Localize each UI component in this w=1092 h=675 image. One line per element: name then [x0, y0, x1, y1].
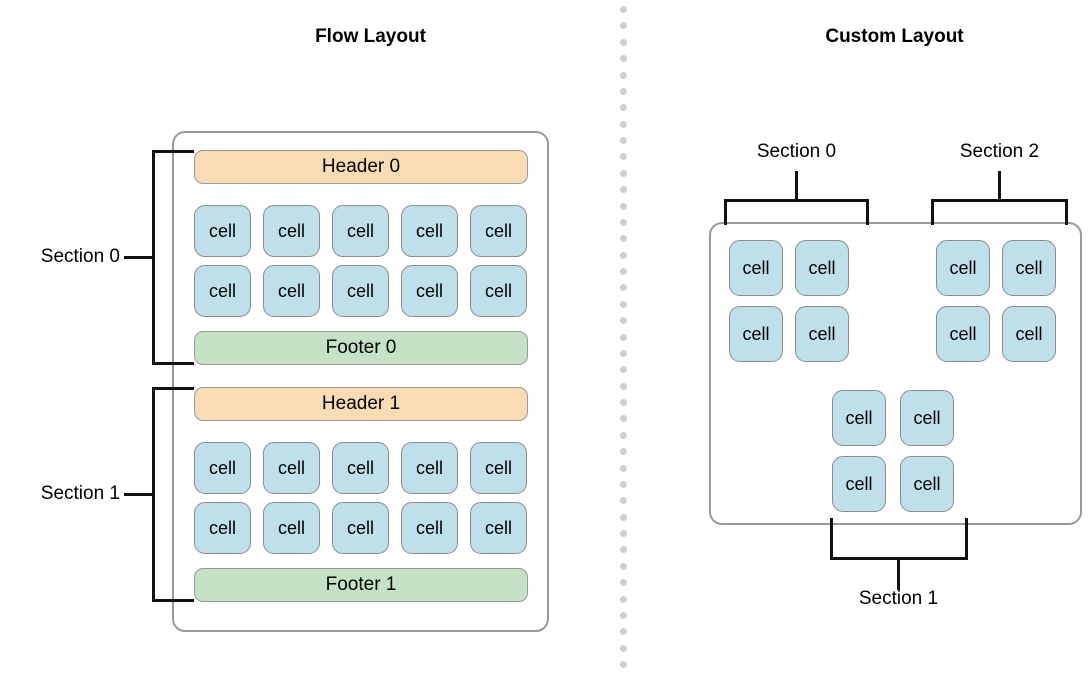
divider-dot [620, 480, 627, 488]
divider-dot [620, 104, 627, 112]
flow-section-0-row-0-cell-0[interactable]: cell [194, 205, 251, 257]
divider-dot [620, 300, 627, 308]
divider-dot [620, 628, 627, 636]
custom-section-1-row-1-cell-0[interactable]: cell [832, 456, 886, 512]
divider-dot [620, 661, 627, 668]
custom-section-2-row-0-cell-1[interactable]: cell [1002, 240, 1056, 296]
flow-section-0-row-1-cell-0[interactable]: cell [194, 265, 251, 317]
flow-section-1-row-0-cell-1[interactable]: cell [263, 442, 320, 494]
flow-section-1-header: Header 1 [194, 387, 528, 421]
panel-divider [620, 6, 627, 668]
flow-section-1-bracket-bottom-extension [172, 599, 194, 602]
flow-section-0-header: Header 0 [194, 150, 528, 184]
divider-dot [620, 186, 627, 194]
flow-section-0-row-0-cell-2[interactable]: cell [332, 205, 389, 257]
custom-section-1-row-0-cell-0[interactable]: cell [832, 390, 886, 446]
flow-section-1-row-1-cell-1[interactable]: cell [263, 502, 320, 554]
flow-section-0-bracket-bottom-extension [172, 362, 194, 365]
flow-section-0-row-1-cell-2[interactable]: cell [332, 265, 389, 317]
flow-section-1-bracket-stem [124, 493, 154, 496]
divider-dot [620, 202, 627, 210]
flow-section-1-bracket [152, 387, 172, 602]
divider-dot [620, 333, 627, 341]
divider-dot [620, 235, 627, 243]
flow-section-0-row-0-cell-1[interactable]: cell [263, 205, 320, 257]
flow-section-1-row-1-cell-0[interactable]: cell [194, 502, 251, 554]
divider-dot [620, 153, 627, 161]
flow-section-1-row-1-cell-3[interactable]: cell [401, 502, 458, 554]
custom-section-1-row-1-cell-1[interactable]: cell [900, 456, 954, 512]
flow-section-1-row-1-cell-4[interactable]: cell [470, 502, 527, 554]
flow-section-1-row-0-cell-2[interactable]: cell [332, 442, 389, 494]
custom-section-0-row-0-cell-0[interactable]: cell [729, 240, 783, 296]
flow-section-0-label: Section 0 [40, 246, 120, 267]
divider-dot [620, 382, 627, 390]
flow-section-0-row-0-cell-3[interactable]: cell [401, 205, 458, 257]
custom-section-1-row-0-cell-1[interactable]: cell [900, 390, 954, 446]
flow-section-0-row-1-cell-1[interactable]: cell [263, 265, 320, 317]
custom-section-1-bracket [830, 518, 968, 560]
flow-section-0-bracket-top-extension [172, 150, 194, 153]
custom-section-1-label: Section 1 [858, 588, 939, 609]
custom-section-0-row-0-cell-1[interactable]: cell [795, 240, 849, 296]
custom-section-0-bracket [724, 199, 869, 225]
custom-section-2-row-1-cell-1[interactable]: cell [1002, 306, 1056, 362]
divider-dot [620, 530, 627, 537]
divider-dot [620, 55, 627, 63]
divider-dot [620, 268, 627, 275]
divider-dot [620, 611, 627, 619]
divider-dot [620, 644, 627, 652]
flow-section-0-bracket-stem [124, 256, 154, 259]
divider-dot [620, 595, 627, 603]
divider-dot [620, 120, 627, 128]
divider-dot [620, 284, 627, 292]
divider-dot [620, 562, 627, 570]
divider-dot [620, 169, 627, 177]
custom-section-2-row-1-cell-0[interactable]: cell [936, 306, 990, 362]
custom-section-2-bracket-stem [998, 171, 1001, 201]
custom-section-2-row-0-cell-0[interactable]: cell [936, 240, 990, 296]
divider-dot [620, 464, 627, 472]
divider-dot [620, 317, 627, 325]
divider-dot [620, 431, 627, 439]
divider-dot [620, 38, 627, 46]
divider-dot [620, 497, 627, 505]
flow-section-1-row-0-cell-0[interactable]: cell [194, 442, 251, 494]
divider-dot [620, 87, 627, 95]
divider-dot [620, 349, 627, 357]
divider-dot [620, 22, 627, 30]
divider-dot [620, 251, 627, 259]
divider-dot [620, 6, 627, 13]
divider-dot [620, 579, 627, 587]
divider-dot [620, 448, 627, 456]
custom-section-0-label: Section 0 [756, 141, 837, 162]
flow-section-0-bracket [152, 150, 172, 365]
divider-dot [620, 366, 627, 374]
custom-section-2-label: Section 2 [959, 141, 1040, 162]
divider-dot [620, 218, 627, 226]
custom-section-0-bracket-stem [795, 171, 798, 201]
custom-section-0-row-1-cell-1[interactable]: cell [795, 306, 849, 362]
divider-dot [620, 137, 627, 144]
flow-section-1-label: Section 1 [40, 483, 120, 504]
custom-section-0-row-1-cell-0[interactable]: cell [729, 306, 783, 362]
flow-section-0-row-0-cell-4[interactable]: cell [470, 205, 527, 257]
custom-section-1-bracket-stem [897, 558, 900, 590]
flow-section-0-footer: Footer 0 [194, 331, 528, 365]
divider-dot [620, 415, 627, 423]
flow-section-1-footer: Footer 1 [194, 568, 528, 602]
flow-section-1-bracket-top-extension [172, 387, 194, 390]
flow-section-1-row-0-cell-3[interactable]: cell [401, 442, 458, 494]
flow-section-1-row-0-cell-4[interactable]: cell [470, 442, 527, 494]
flow-section-1-row-1-cell-2[interactable]: cell [332, 502, 389, 554]
custom-layout-title: Custom Layout [825, 26, 964, 47]
flow-section-0-row-1-cell-3[interactable]: cell [401, 265, 458, 317]
divider-dot [620, 546, 627, 554]
divider-dot [620, 399, 627, 406]
divider-dot [620, 71, 627, 79]
divider-dot [620, 513, 627, 521]
flow-section-0-row-1-cell-4[interactable]: cell [470, 265, 527, 317]
custom-section-2-bracket [931, 199, 1068, 225]
flow-layout-title: Flow Layout [315, 26, 426, 47]
